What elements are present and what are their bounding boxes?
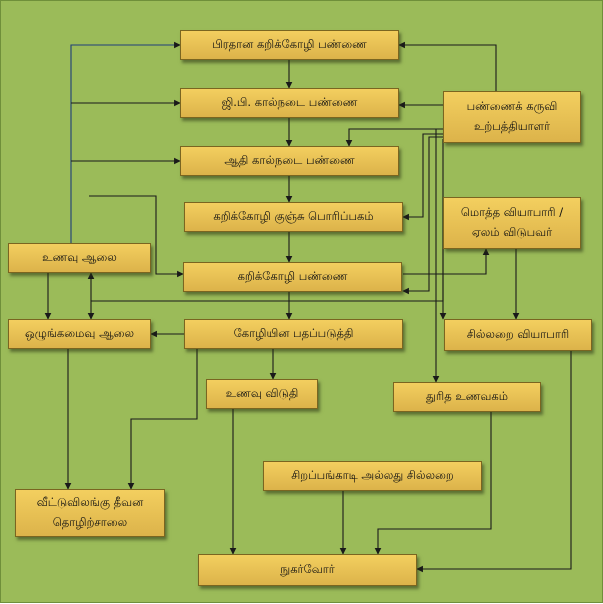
node-parent-farm: ஆதி கால்நடை பண்ணை bbox=[180, 146, 399, 176]
node-feed-mill: உணவு ஆலை bbox=[8, 243, 151, 273]
edge-feed-to-main bbox=[70, 41, 181, 243]
node-rendering: ஒழுங்கமைவு ஆலை bbox=[8, 319, 151, 349]
node-consumer: நுகர்வோர் bbox=[198, 554, 417, 586]
node-hotel: உணவு விடுதி bbox=[206, 379, 318, 409]
node-supermarket: சிறப்பங்காடி அல்லது சில்லறை bbox=[263, 461, 482, 491]
node-equipment: பண்ணைக் கருவி உற்பத்தியாளர் bbox=[443, 91, 581, 143]
edge-broiler-to-wholesaler bbox=[403, 248, 490, 275]
node-processing: கோழியின பதப்படுத்தி bbox=[184, 319, 403, 349]
node-gp-farm: ஜி.பி. கால்நடை பண்ணை bbox=[180, 88, 399, 118]
edge-equipment-to-parent bbox=[345, 128, 443, 147]
edge-equipment-to-broiler bbox=[402, 136, 443, 295]
edge-processing-to-petfood bbox=[127, 349, 198, 490]
node-retailer: சில்லறை வியாபாரி bbox=[444, 319, 592, 351]
node-hatchery: கறிக்கோழி குஞ்சு பொரிப்பகம் bbox=[184, 202, 403, 232]
node-broiler-farm: கறிக்கோழி பண்ணை bbox=[183, 262, 402, 292]
node-main-farm: பிரதான கறிக்கோழி பண்ணை bbox=[180, 30, 399, 60]
node-fast-food: துரித உணவகம் bbox=[393, 382, 541, 412]
edge-equipment-to-hatchery bbox=[402, 133, 443, 221]
node-wholesaler: மொத்த வியாபாரி / ஏலம் விடுபவர் bbox=[443, 197, 581, 249]
edge-equipment-to-main bbox=[398, 41, 497, 91]
node-pet-food: வீட்டுவிலங்கு தீவன தொழிற்சாலை bbox=[15, 489, 165, 537]
